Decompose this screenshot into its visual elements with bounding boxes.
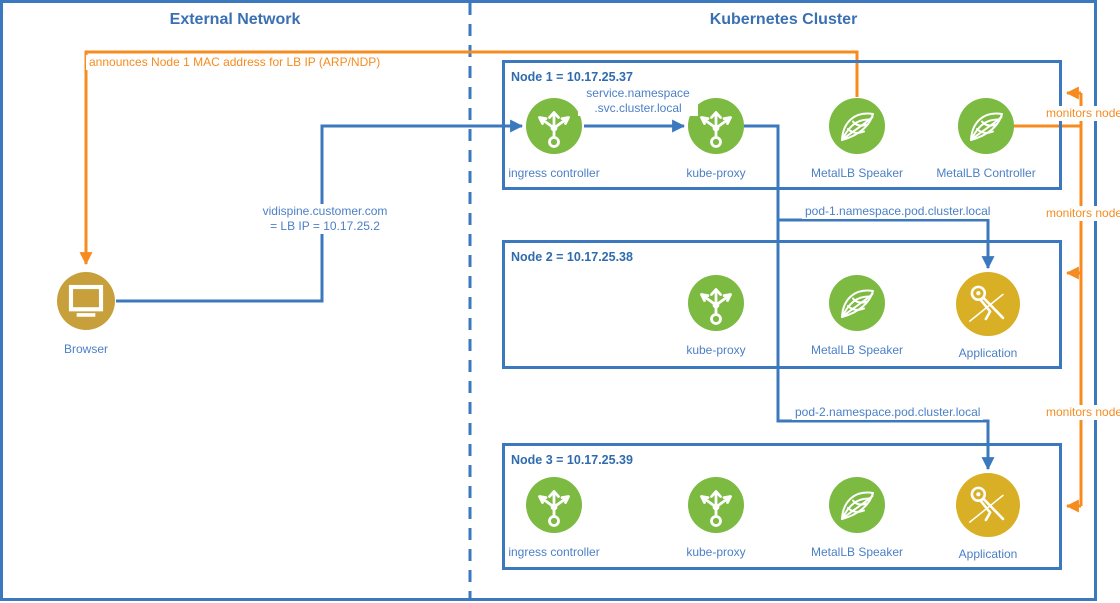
- component-label: MetalLB Controller: [933, 166, 1039, 180]
- announce-edge-label: announces Node 1 MAC address for LB IP (…: [86, 55, 384, 70]
- node3-title: Node 3 = 10.17.25.39: [511, 453, 633, 467]
- edge-speaker-announce-to-browser: [79, 50, 859, 266]
- diagram-border: [0, 0, 1097, 601]
- node1-title: Node 1 = 10.17.25.37: [511, 70, 633, 84]
- component-label: kube-proxy: [683, 545, 749, 559]
- monitors-node1-label: monitors node: [1043, 106, 1120, 121]
- browser-label: Browser: [60, 342, 111, 356]
- metallb-icon: [829, 98, 885, 154]
- pod2-dns-label: pod-2.namespace.pod.cluster.local: [792, 405, 984, 420]
- kubernetes-service-icon: [526, 477, 582, 533]
- service-dns-label: service.namespace .svc.cluster.local: [578, 86, 698, 116]
- component-node1-metallb-speaker: MetalLB Speaker: [797, 98, 917, 180]
- component-node1-ingress-controller: ingress controller: [494, 98, 614, 180]
- vidispine-dns-label: vidispine.customer.com = LB IP = 10.17.2…: [242, 204, 408, 234]
- component-node3-metallb-speaker: MetalLB Speaker: [797, 477, 917, 559]
- metallb-icon: [829, 477, 885, 533]
- browser-monitor-icon: [57, 272, 115, 330]
- component-node3-ingress-controller: ingress controller: [494, 477, 614, 559]
- component-node1-metallb-controller: MetalLB Controller: [926, 98, 1046, 180]
- component-label: ingress controller: [505, 166, 603, 180]
- node2-title: Node 2 = 10.17.25.38: [511, 250, 633, 264]
- component-label: Application: [955, 547, 1021, 561]
- kubernetes-service-icon: [688, 275, 744, 331]
- node3-box: Node 3 = 10.17.25.39: [502, 443, 1062, 570]
- component-browser: Browser: [26, 272, 146, 356]
- service-dns-line1: service.namespace: [586, 86, 690, 100]
- kubernetes-cluster-title: Kubernetes Cluster: [709, 11, 858, 28]
- component-label: ingress controller: [505, 545, 603, 559]
- pod1-dns-label: pod-1.namespace.pod.cluster.local: [802, 204, 994, 219]
- service-dns-line2: .svc.cluster.local: [594, 101, 682, 115]
- application-compass-icon: [956, 473, 1020, 537]
- edge-kubeproxy-to-pod1: [778, 218, 995, 270]
- component-node2-kube-proxy: kube-proxy: [656, 275, 776, 357]
- kubernetes-service-icon: [688, 477, 744, 533]
- component-node2-metallb-speaker: MetalLB Speaker: [797, 275, 917, 357]
- vidispine-dns-line2: = LB IP = 10.17.25.2: [270, 219, 380, 233]
- component-label: kube-proxy: [683, 343, 749, 357]
- metallb-icon: [958, 98, 1014, 154]
- node1-box: Node 1 = 10.17.25.37: [502, 60, 1062, 190]
- metallb-icon: [829, 275, 885, 331]
- component-node2-application: Application: [928, 272, 1048, 360]
- component-label: kube-proxy: [683, 166, 749, 180]
- external-network-title: External Network: [169, 11, 301, 28]
- node2-box: Node 2 = 10.17.25.38: [502, 240, 1062, 369]
- component-label: Application: [955, 346, 1021, 360]
- kubernetes-service-icon: [526, 98, 582, 154]
- application-compass-icon: [956, 272, 1020, 336]
- component-node3-application: Application: [928, 473, 1048, 561]
- vidispine-dns-line1: vidispine.customer.com: [262, 204, 388, 218]
- edge-kubeproxy-to-pod2: [744, 124, 995, 471]
- component-label: MetalLB Speaker: [807, 166, 907, 180]
- monitors-node3-label: monitors node: [1043, 405, 1120, 420]
- component-label: MetalLB Speaker: [807, 545, 907, 559]
- component-label: MetalLB Speaker: [807, 343, 907, 357]
- component-node3-kube-proxy: kube-proxy: [656, 477, 776, 559]
- monitors-node2-label: monitors node: [1043, 206, 1120, 221]
